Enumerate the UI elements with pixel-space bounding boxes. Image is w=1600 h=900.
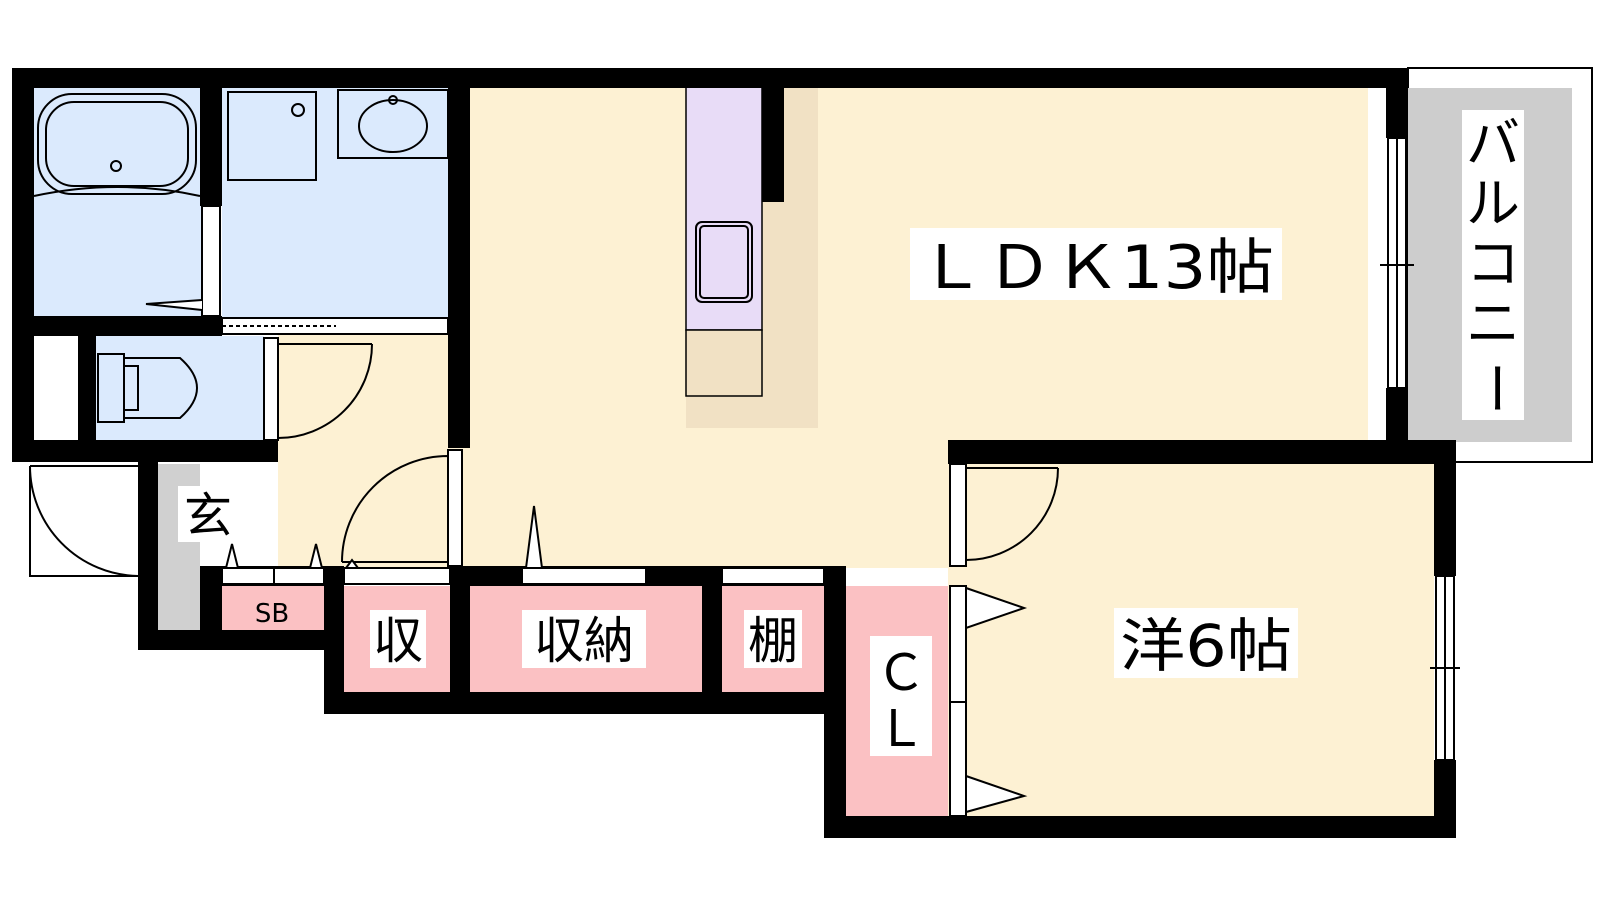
entrance-label: 玄: [184, 488, 232, 544]
closet-label-bg: [870, 636, 932, 756]
closet-label-1: Ｃ: [876, 644, 926, 702]
balcony-label-3: コ: [1466, 232, 1520, 295]
wall-storage-bottom: [324, 692, 846, 714]
toilet-floor: [96, 336, 264, 440]
wall-bath-wash: [200, 86, 222, 206]
shelf-label-bg: [744, 610, 802, 668]
balcony-label-bg: [1462, 110, 1524, 420]
wall-ldk-right-top: [1386, 68, 1408, 138]
wall-western-bottom: [824, 816, 1456, 838]
storage-label-bg: [522, 610, 646, 668]
western-label: 洋6帖: [1120, 612, 1292, 680]
washroom-floor: [222, 86, 450, 318]
wall-storage-div3: [702, 566, 722, 714]
balcony-label-4: ニ: [1466, 292, 1520, 355]
utility-closet: [34, 336, 80, 440]
wall-top: [12, 68, 1408, 88]
wall-entrance-right: [200, 566, 222, 650]
balcony-label-5: ー: [1464, 361, 1527, 415]
closet-label-2: Ｌ: [876, 700, 926, 758]
wall-wash-ldk: [448, 86, 470, 448]
western-label-bg: [1114, 608, 1298, 678]
wall-toilet-left: [78, 336, 96, 440]
bathroom-floor: [34, 86, 202, 318]
doors: [29, 205, 1059, 817]
front-door: [29, 465, 139, 577]
labels: ＬＤＫ13帖 洋6帖 バ ル コ ニ ー 玄 SB 収 収納 棚 Ｃ Ｌ: [178, 110, 1527, 758]
kitchen-counter-end: [685, 329, 763, 397]
western-door: [965, 467, 1059, 561]
storage-small-door: [343, 567, 451, 585]
toilet-icon: [97, 353, 198, 423]
storage-small-label-bg: [370, 610, 426, 668]
walls: [12, 68, 1456, 838]
storage-door: [521, 567, 647, 585]
wall-left: [12, 68, 34, 462]
washing-machine-icon: [227, 91, 317, 181]
shelf-label: 棚: [748, 612, 798, 670]
hallway-floor: [278, 332, 460, 568]
wall-entrance-left: [138, 462, 158, 650]
wall-hall-left: [258, 440, 278, 462]
entrance-label-bg: [178, 486, 238, 542]
balcony-label-2: ル: [1466, 172, 1520, 235]
wall-entrance-bottom: [138, 630, 344, 650]
shoe-box-floor: [222, 586, 324, 630]
balcony-label-1: バ: [1466, 112, 1520, 175]
shoe-box-label: SB: [255, 599, 289, 629]
wall-storage-div2: [450, 566, 470, 714]
ldk-label: ＬＤＫ13帖: [918, 233, 1274, 303]
toilet-door: [277, 343, 373, 439]
wall-bath-bottom: [12, 316, 222, 336]
wall-ldk-western: [948, 440, 1456, 464]
storage-label: 収納: [534, 612, 634, 670]
wall-western-right-top: [1434, 440, 1456, 576]
shelf-door: [721, 567, 825, 585]
wall-kitchen: [762, 86, 784, 202]
windows: [1380, 137, 1460, 761]
wall-wet-bottom: [12, 440, 278, 462]
wash-basin-icon: [337, 89, 449, 159]
ldk-label-bg: [910, 228, 1282, 300]
ldk-floor-lower: [460, 440, 948, 568]
kitchen-sink-icon: [695, 221, 753, 303]
bath-door: [201, 205, 221, 317]
storage-small-label: 収: [373, 612, 423, 670]
bathtub-icon: [33, 93, 201, 197]
kitchen-counter: [685, 85, 763, 331]
